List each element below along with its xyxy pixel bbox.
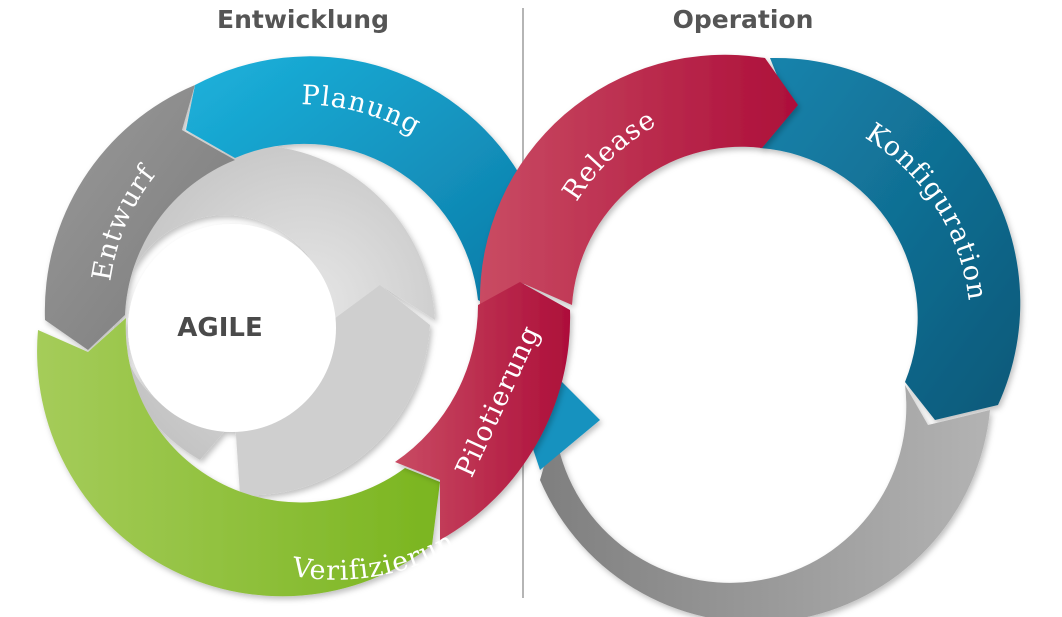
inner-agile-loop-lower bbox=[235, 285, 430, 496]
segment-konfiguration bbox=[760, 57, 1021, 420]
segment-release bbox=[479, 54, 798, 306]
segment-entwurf bbox=[44, 85, 235, 350]
heading-entwicklung: Entwicklung bbox=[217, 5, 389, 34]
center-label: AGILE bbox=[177, 313, 262, 343]
agile-center bbox=[128, 224, 336, 432]
segment-planung bbox=[186, 56, 520, 315]
crossing bbox=[395, 54, 798, 540]
development-ring bbox=[37, 56, 520, 597]
segment-verifizierung bbox=[37, 318, 440, 597]
segment-monitoren bbox=[540, 385, 990, 617]
label-monitoren: Monitoren bbox=[682, 523, 836, 566]
inner-agile-loop bbox=[113, 144, 435, 460]
segment-pilotierung bbox=[395, 282, 571, 540]
heading-operation: Operation bbox=[673, 5, 814, 34]
